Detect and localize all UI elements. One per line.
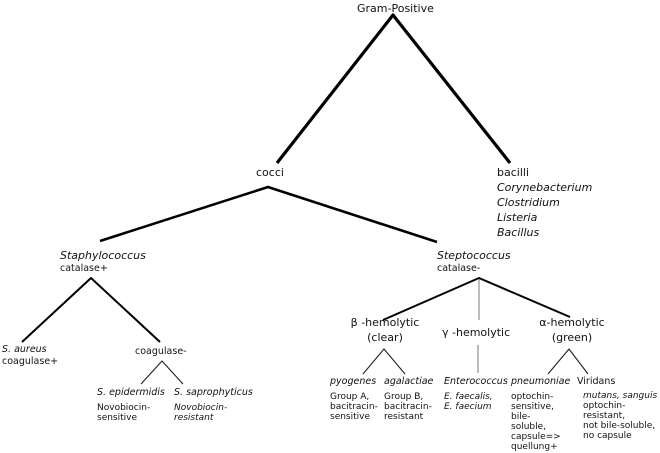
s-aureus-test: coagulase+ (2, 356, 59, 367)
edge-alpha-fork (547, 348, 589, 375)
s-epidermidis-note-line1: Novobiocin- (97, 403, 151, 413)
enterococcus-name: Enterococcus (444, 376, 508, 387)
beta-hemolytic-label: β -hemolytic (350, 316, 420, 329)
edge-staphylococcus-fork (21, 277, 161, 343)
bacilli-label: bacilli (497, 166, 529, 179)
viridans-details: mutans, sanguis optochin- resistant, not… (583, 391, 657, 441)
node-cocci: cocci (256, 166, 284, 179)
bacilli-genus-listeria: Listeria (497, 211, 538, 224)
node-steptococcus: Steptococcus catalase- (437, 248, 511, 275)
s-aureus-name: S. aureus (2, 344, 47, 355)
steptococcus-test: catalase- (437, 263, 481, 274)
node-s-aureus: S. aureus coagulase+ (2, 344, 58, 368)
node-enterococcus: Enterococcus E. faecalis, E. faecium (444, 376, 508, 412)
enterococcus-note-line1: E. faecalis, (444, 392, 493, 402)
pyogenes-name: pyogenes (330, 376, 377, 387)
edge-cocci-fork (99, 185, 438, 244)
pneumoniae-note-line1: optochin- (511, 392, 554, 402)
node-s-epidermidis: S. epidermidis Novobiocin- sensitive (97, 387, 165, 423)
edge-root-fork (275, 13, 512, 164)
agalactiae-note-line2: bacitracin- (384, 402, 432, 412)
viridans-note-line4: no capsule (583, 431, 632, 441)
agalactiae-note-line3: resistant (384, 412, 424, 422)
s-saprophyticus-name: S. saprophyticus (174, 387, 253, 398)
bacilli-genus-bacillus: Bacillus (497, 226, 540, 239)
viridans-note-line1: optochin- (583, 401, 626, 411)
s-saprophyticus-note-line1: Novobiocin- (174, 403, 228, 413)
s-epidermidis-name: S. epidermidis (97, 387, 165, 398)
enterococcus-note-line2: E. faecium (444, 402, 492, 412)
viridans-note-line2: resistant, (583, 411, 626, 421)
node-agalactiae: agalactiae Group B, bacitracin- resistan… (384, 376, 433, 422)
viridans-species: mutans, sanguis (583, 391, 658, 401)
pneumoniae-note-line2: sensitive, (511, 402, 554, 412)
viridans-note-line3: not bile-soluble, (583, 421, 656, 431)
edge-beta-fork (362, 348, 406, 375)
node-gram-positive: Gram-Positive (357, 2, 434, 15)
pneumoniae-note-line6: quellung+ (511, 442, 558, 452)
edge-steptococcus-fork (382, 277, 571, 321)
pneumoniae-note-line3: bile- (511, 412, 531, 422)
node-beta-hemolytic: β -hemolytic (clear) (341, 315, 429, 345)
s-saprophyticus-note-line2: resistant (174, 413, 214, 423)
agalactiae-name: agalactiae (384, 376, 434, 387)
staphylococcus-name: Staphylococcus (60, 249, 146, 262)
pyogenes-note-line1: Group A, (330, 392, 370, 402)
node-pneumoniae: pneumoniae optochin- sensitive, bile- so… (511, 376, 570, 452)
bacilli-genus-clostridium: Clostridium (497, 196, 560, 209)
agalactiae-note-line1: Group B, (384, 392, 424, 402)
steptococcus-name: Steptococcus (437, 249, 511, 262)
pneumoniae-note-line4: soluble, (511, 422, 547, 432)
pneumoniae-name: pneumoniae (511, 376, 571, 387)
node-coagulase-negative: coagulase- (135, 346, 187, 357)
pneumoniae-note-line5: capsule=> (511, 432, 561, 442)
staphylococcus-test: catalase+ (60, 263, 108, 274)
node-s-saprophyticus: S. saprophyticus Novobiocin- resistant (174, 387, 253, 423)
node-pyogenes: pyogenes Group A, bacitracin- sensitive (330, 376, 378, 422)
s-epidermidis-note-line2: sensitive (97, 413, 138, 423)
node-alpha-hemolytic: α-hemolytic (green) (528, 315, 616, 345)
alpha-hemolytic-sub: (green) (551, 331, 593, 344)
node-bacilli: bacilli Corynebacterium Clostridium List… (497, 165, 592, 240)
node-gamma-hemolytic: γ -hemolytic (442, 326, 511, 339)
bacilli-genus-corynebacterium: Corynebacterium (497, 181, 593, 194)
alpha-hemolytic-label: α-hemolytic (539, 316, 605, 329)
pyogenes-note-line2: bacitracin- (330, 402, 378, 412)
node-viridans: Viridans (577, 376, 616, 387)
node-staphylococcus: Staphylococcus catalase+ (60, 248, 146, 275)
edge-coagulase-negative-fork (140, 360, 184, 385)
pyogenes-note-line3: sensitive (330, 412, 371, 422)
beta-hemolytic-sub: (clear) (367, 331, 403, 344)
